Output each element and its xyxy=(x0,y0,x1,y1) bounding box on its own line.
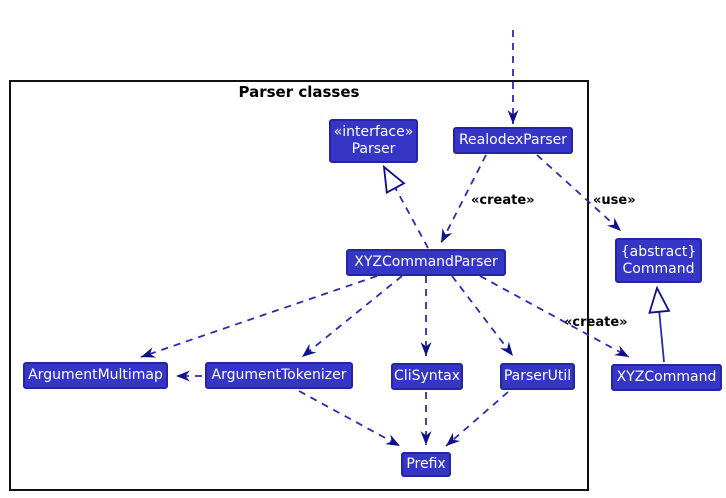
class-box-command-abstract: {abstract} Command xyxy=(615,238,702,283)
class-name: ArgumentTokenizer xyxy=(211,367,347,384)
edge-label-create-realodex: «create» xyxy=(471,193,535,208)
class-name: XYZCommandParser xyxy=(354,254,498,271)
edge-label-use: «use» xyxy=(593,193,636,208)
class-name: CliSyntax xyxy=(394,368,460,385)
class-stereotype: {abstract} xyxy=(620,243,697,260)
edge-argumenttokenizer-to-prefix xyxy=(298,390,401,447)
class-box-realodexparser: RealodexParser xyxy=(453,127,573,154)
edge-realodexparser-to-xyzcommandparser xyxy=(440,154,487,244)
class-stereotype: «interface» xyxy=(333,124,414,141)
edge-xyzcommandparser-to-parserutil xyxy=(451,275,514,357)
edge-xyzcommandparser-to-xyzcommand xyxy=(479,275,630,358)
class-box-xyzcommandparser: XYZCommandParser xyxy=(346,249,506,276)
class-box-parser-interface: «interface» Parser xyxy=(329,119,418,163)
edge-parserutil-to-prefix xyxy=(445,391,509,447)
edge-xyzcommand-extends-command xyxy=(648,285,671,363)
edge-xyzcommandparser-to-argumentmultimap xyxy=(140,275,378,358)
class-box-prefix: Prefix xyxy=(401,452,451,477)
class-box-argumenttokenizer: ArgumentTokenizer xyxy=(205,362,353,389)
parser-classes-frame xyxy=(9,80,589,491)
class-box-clisyntax: CliSyntax xyxy=(391,363,463,390)
class-name: Parser xyxy=(351,141,396,157)
class-name: Command xyxy=(622,260,695,277)
class-name: ParserUtil xyxy=(503,368,572,385)
frame-title: Parser classes xyxy=(238,83,360,101)
edge-realodexparser-to-command xyxy=(536,154,622,232)
class-name: RealodexParser xyxy=(458,132,568,149)
class-box-xyzcommand: XYZCommand xyxy=(611,364,722,391)
edge-xyzcommandparser-to-argumenttokenizer xyxy=(301,275,403,358)
edge-label-create-xyzcommand: «create» xyxy=(564,315,628,330)
class-box-parserutil: ParserUtil xyxy=(500,363,575,390)
edge-xyzcommandparser-realizes-parser xyxy=(382,164,429,249)
class-name: XYZCommand xyxy=(616,369,717,386)
class-name: Prefix xyxy=(406,456,446,473)
class-box-argumentmultimap: ArgumentMultimap xyxy=(23,362,168,389)
class-name: ArgumentMultimap xyxy=(28,367,163,384)
